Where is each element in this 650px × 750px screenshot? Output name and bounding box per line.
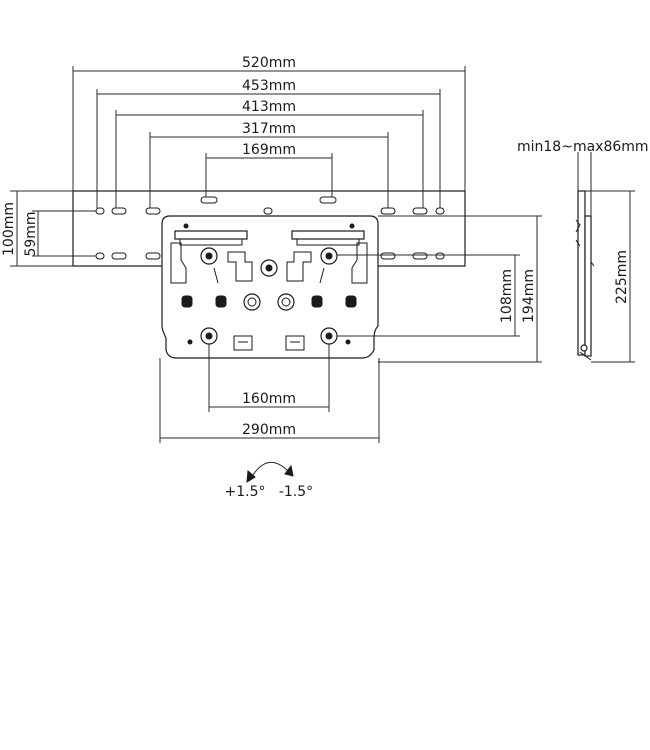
tilt-positive-label: +1.5° xyxy=(225,484,266,500)
tilt-indicator: +1.5° -1.5° xyxy=(225,462,313,500)
dim-413-label: 413mm xyxy=(242,99,296,115)
dim-194: 194mm xyxy=(378,215,542,363)
dim-194-label: 194mm xyxy=(521,269,537,323)
dim-160-label: 160mm xyxy=(242,391,296,407)
dim-290-label: 290mm xyxy=(242,422,296,438)
dim-453-label: 453mm xyxy=(242,78,296,94)
wall-plate-upper-slots xyxy=(95,196,445,215)
dim-413: 413mm xyxy=(115,99,424,208)
side-view xyxy=(575,190,595,361)
dim-290: 290mm xyxy=(159,358,380,443)
dim-169: 169mm xyxy=(205,142,333,197)
tilt-arrow-right-icon xyxy=(284,464,294,477)
dim-108-label: 108mm xyxy=(499,269,515,323)
dim-100: 100mm xyxy=(1,190,73,267)
dim-100-label: 100mm xyxy=(1,202,17,256)
dim-59-label: 59mm xyxy=(23,211,39,256)
dim-520: 520mm xyxy=(72,55,466,191)
dim-160: 160mm xyxy=(208,344,330,412)
dim-225-label: 225mm xyxy=(614,250,630,304)
tilt-negative-label: -1.5° xyxy=(279,484,313,500)
dim-59: 59mm xyxy=(23,210,96,257)
tv-adapter-plate xyxy=(161,215,379,359)
dim-317: 317mm xyxy=(149,121,389,208)
dim-169-label: 169mm xyxy=(242,142,296,158)
dim-depth: min18~max86mm xyxy=(517,139,649,216)
tilt-arrow-left-icon xyxy=(246,469,256,483)
dim-225: 225mm xyxy=(585,190,635,363)
dim-317-label: 317mm xyxy=(242,121,296,137)
dim-520-label: 520mm xyxy=(242,55,296,71)
dim-453: 453mm xyxy=(96,78,441,208)
dim-108: 108mm xyxy=(337,254,520,337)
dim-depth-label: min18~max86mm xyxy=(517,139,649,155)
